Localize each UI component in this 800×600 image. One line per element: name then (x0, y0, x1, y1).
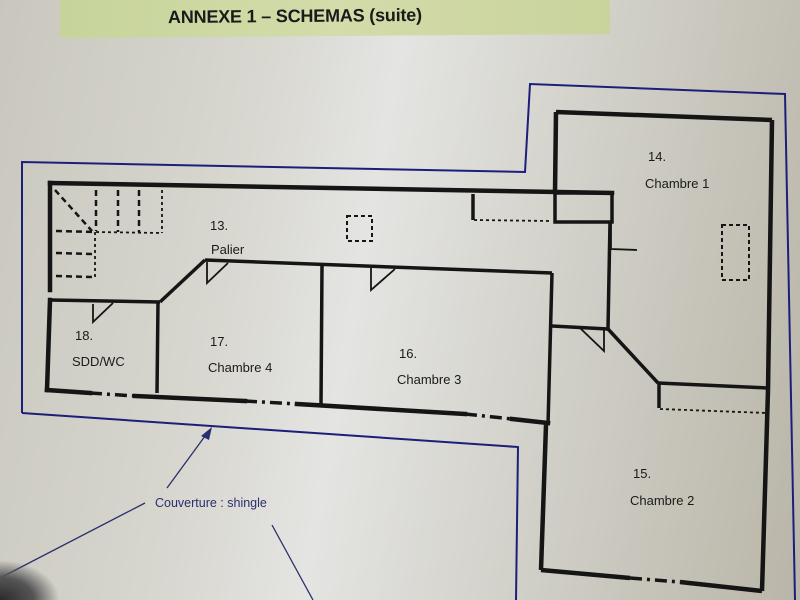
room-14-number: 14. (648, 149, 667, 164)
photo-shadow (0, 560, 60, 600)
room-17-name: Chambre 4 (208, 360, 273, 375)
roof-outline (21, 82, 796, 600)
roof-outline-lower (21, 412, 520, 600)
room-16-name: Chambre 3 (397, 372, 462, 387)
room-14-name: Chambre 1 (645, 176, 710, 191)
room-15-number: 15. (633, 466, 652, 481)
room-16-number: 16. (399, 346, 418, 361)
room-13-name: Palier (211, 242, 245, 257)
room-13-number: 13. (210, 218, 229, 233)
arrow-head-icon (201, 427, 212, 440)
room-15-name: Chambre 2 (630, 493, 695, 508)
room-18-number: 18. (75, 328, 94, 343)
roof-annotation: Couverture : shingle (155, 496, 267, 510)
room-18-name: SDD/WC (72, 354, 125, 369)
room-17-number: 17. (210, 334, 229, 349)
